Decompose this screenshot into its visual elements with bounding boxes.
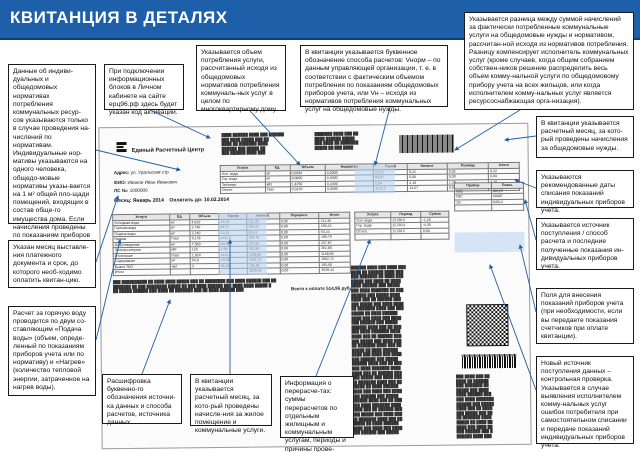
note-meter-fields: Поля для внесения показаний приборов уче…	[536, 288, 634, 344]
bill-barcode-2	[461, 353, 517, 369]
bill-lower-text: ███ ██████████ ██ ████ ████ █████ ███ ██…	[112, 278, 277, 294]
note-odn-month: В квитанции указывается расчетный месяц,…	[536, 116, 634, 158]
meter-input-highlight	[454, 231, 525, 253]
note-charge-month: В квитанции указывается расчетный месяц,…	[190, 374, 272, 434]
note-billing-month: Указан месяц выставле-ния платежного док…	[8, 240, 96, 288]
address-row: Адрес: ул. Уральская стр	[114, 170, 169, 177]
page-title: КВИТАНЦИЯ В ДЕТАЛЯХ	[10, 8, 228, 27]
note-data-source: Указывается источник поступления / спосо…	[536, 218, 634, 270]
bill-barcode	[399, 134, 455, 154]
charges-highlight	[218, 212, 267, 276]
note-reading-dates: Указываются рекомендованные даты списани…	[536, 170, 634, 214]
note-activation-code: При подключении информационных блоков в …	[104, 64, 184, 116]
erc-logo-icon	[116, 141, 127, 153]
month-label: Месяц:	[114, 197, 132, 205]
bill-upper-text-2: ███████ ████ ███ ██████ ██████ ████████ …	[314, 131, 359, 150]
address-label: Адрес:	[113, 169, 130, 176]
total-row: Всего к оплате 514,96 руб.	[291, 286, 351, 293]
bill-info-column: ██████ ████ ███ ████ ███████ ██ ██████ █…	[350, 265, 406, 435]
note-odn-difference: Указывается разница между суммой начисле…	[464, 12, 634, 110]
due-value: 10.02.2014	[203, 196, 230, 204]
bill-right-text: ███ ████ ███ ██████ ██ █████████ ███████…	[455, 374, 494, 439]
note-hot-water: Расчет за горячую воду проводится по дву…	[8, 306, 96, 396]
note-odn-volume: Указывается объем потребления услуги, ра…	[196, 45, 286, 113]
note-legend-decode: Расшифровка буквенно-го обозначения исто…	[102, 374, 182, 426]
ls-value: 1000000	[129, 187, 148, 193]
fio-value: Иванов Иван Иванович	[127, 179, 178, 185]
ls-row: ЛС №: 1000000	[114, 188, 148, 194]
total-label: Всего к оплате	[291, 285, 325, 292]
fio-row: ФИО: Иванов Иван Иванович	[114, 179, 178, 186]
due-label: Оплатить до:	[169, 197, 203, 204]
bill-qr-code	[466, 303, 509, 347]
service-9: Итого	[113, 269, 171, 276]
header-underline	[0, 38, 640, 40]
note-norms: Данные об индиви-дуальных и общедомовых …	[8, 64, 96, 255]
org-name: Единый Расчетный Центр	[131, 147, 205, 154]
fio-label: ФИО:	[113, 179, 127, 186]
address-value: ул. Уральская стр	[130, 169, 169, 175]
bill-month-row: Месяц: Январь 2014 Оплатить до: 10.02.20…	[114, 197, 229, 204]
note-calc-method: В квитанции указывается буквенное обозна…	[300, 45, 448, 113]
note-control-check: Новый источник поступления данных – конт…	[536, 356, 634, 449]
ls-label: ЛС №:	[113, 187, 129, 194]
month-value: Январь 2014	[132, 197, 164, 204]
note-recalc-info: Информация о перерасче-тах: суммы перера…	[280, 376, 354, 452]
bill-document: Единый Расчетный Центр Адрес: ул. Уральс…	[98, 122, 532, 450]
total-value: 514,96 руб.	[326, 285, 351, 291]
odn-highlight	[354, 165, 396, 194]
